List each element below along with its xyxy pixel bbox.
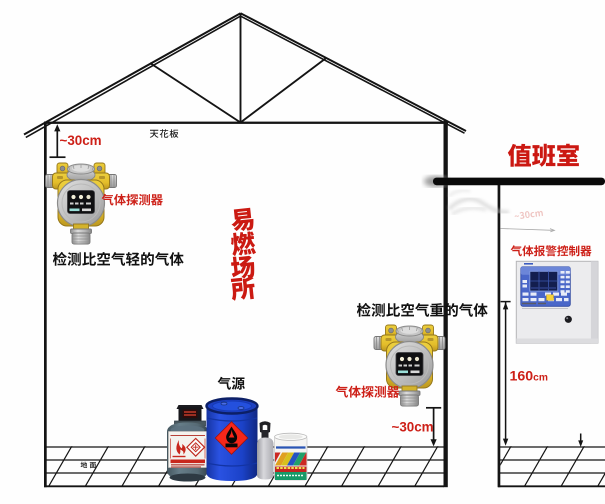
svg-text:~30cm: ~30cm [60,133,102,148]
svg-text:160cm: 160cm [510,369,548,385]
svg-text:~30cm: ~30cm [392,420,434,435]
